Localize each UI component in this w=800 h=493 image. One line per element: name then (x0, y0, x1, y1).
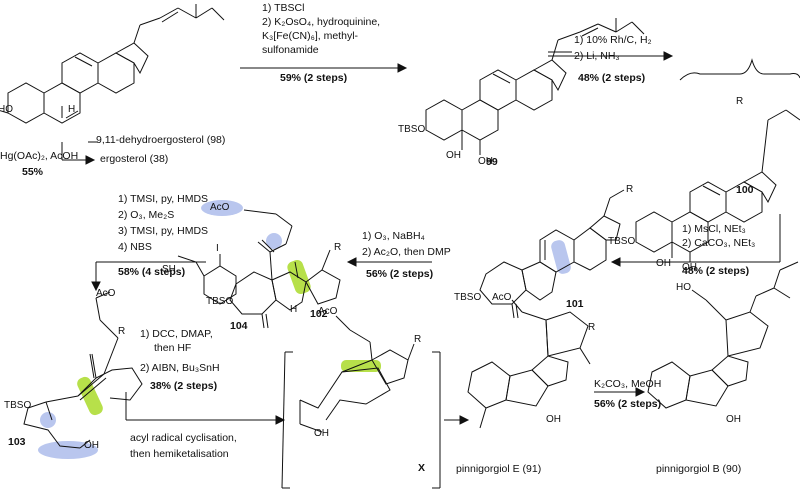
step-radical-line1: 1) DCC, DMAP, (140, 328, 213, 340)
compound-102-label: 102 (310, 308, 328, 320)
atom-oh-103: OH (84, 440, 99, 451)
product-98-label: 9,11-dehydroergosterol (98) (96, 134, 226, 146)
pinnigorgiol-E-label: pinnigorgiol E (91) (456, 463, 542, 475)
atom-oh-X: OH (314, 428, 329, 439)
atom-tbso-100: TBSO (608, 236, 636, 247)
atom-tbso-102: TBSO (206, 296, 234, 307)
atom-i-104: I (216, 243, 219, 254)
step-ms-line1: 1) MsCl, NEt₃ (682, 223, 746, 235)
step-o3-line1: 1) O₃, NaBH₄ (362, 230, 425, 242)
step1-line4: sulfonamide (262, 44, 319, 56)
step1-line2: 2) K₂OsO₄, hydroquinine, (262, 16, 381, 28)
step-radical-line3: 2) AIBN, Bu₃SnH (140, 362, 220, 374)
step-tmsi-line1: 1) TMSI, py, HMDS (118, 193, 209, 205)
step-tmsi-line4: 4) NBS (118, 241, 152, 253)
atom-oh-E: OH (546, 414, 561, 425)
atom-r-103: R (118, 326, 126, 337)
atom-aco-102: AcO (210, 202, 230, 213)
compound-X-label: X (418, 462, 426, 474)
step-tmsi-line2: 2) O₃, Me₂S (118, 209, 175, 221)
step-radical-note2: then hemiketalisation (130, 448, 229, 460)
step-radical-yield: 38% (2 steps) (150, 380, 218, 392)
highlights (38, 200, 571, 459)
reaction-arrows (61, 51, 781, 425)
step-tmsi-line3: 3) TMSI, py, HMDS (118, 225, 209, 237)
atom-tbso-99: TBSO (398, 124, 426, 135)
step2-line1: 1) 10% Rh/C, H₂ (574, 34, 652, 46)
atom-ho-98: HO (0, 104, 13, 115)
atom-aco-103: AcO (96, 288, 116, 299)
atom-oh-99a: OH (446, 150, 461, 161)
atom-tbso-103: TBSO (4, 400, 32, 411)
pinnigorgiol-B-label: pinnigorgiol B (90) (656, 463, 742, 475)
bonds (0, 4, 800, 489)
compound-100-label-visible: 100 (736, 184, 754, 196)
atom-ho-B: HO (676, 282, 691, 293)
compound-103-label: 103 (8, 436, 26, 448)
atom-sh-104: SH (162, 264, 176, 275)
atom-r-102: R (334, 242, 342, 253)
compound-99-label: 99 (486, 156, 498, 168)
atom-h-98: H (68, 104, 76, 115)
hg-reagent: Hg(OAc)₂, AcOH (0, 150, 79, 162)
compound-104-label: 104 (230, 320, 248, 332)
step-o3-line2: 2) Ac₂O, then DMP (362, 246, 451, 258)
atom-r-101: R (626, 184, 634, 195)
atom-aco-E: AcO (492, 292, 512, 303)
atom-oh-100b: OH (682, 262, 697, 273)
atom-aco-X: AcO (318, 306, 338, 317)
step-final-conditions: K₂CO₃, MeOH (594, 378, 662, 390)
step-o3-yield: 56% (2 steps) (366, 268, 434, 280)
step-tmsi-yield: 58% (4 steps) (118, 266, 186, 278)
compound-101-label: 101 (566, 298, 584, 310)
step1-yield: 59% (2 steps) (280, 72, 348, 84)
ergosterol-label: ergosterol (38) (100, 153, 169, 165)
step-radical-note1: acyl radical cyclisation, (130, 432, 237, 444)
atom-r-X: R (414, 334, 422, 345)
atom-oh-B: OH (726, 414, 741, 425)
atom-oh-100a: OH (656, 258, 671, 269)
step-ms-yield: 48% (2 steps) (682, 265, 750, 277)
atom-r-100: R (736, 96, 744, 107)
step1-line1: 1) TBSCl (262, 2, 305, 14)
hg-yield: 55% (22, 166, 44, 178)
step-radical-line2: then HF (154, 342, 192, 354)
step2-yield: 48% (2 steps) (578, 72, 646, 84)
atom-h-102: H (290, 304, 298, 315)
step-final-yield: 56% (2 steps) (594, 398, 662, 410)
step-ms-line2: 2) CaCO₃, NEt₃ (682, 237, 756, 249)
atom-r-E: R (588, 322, 596, 333)
atom-oh-99b: OH (478, 156, 493, 167)
step2-line2: 2) Li, NH₃ (574, 50, 620, 62)
step1-line3: K₃[Fe(CN)₆], methyl- (262, 30, 359, 42)
atom-tbso-101: TBSO (454, 292, 482, 303)
